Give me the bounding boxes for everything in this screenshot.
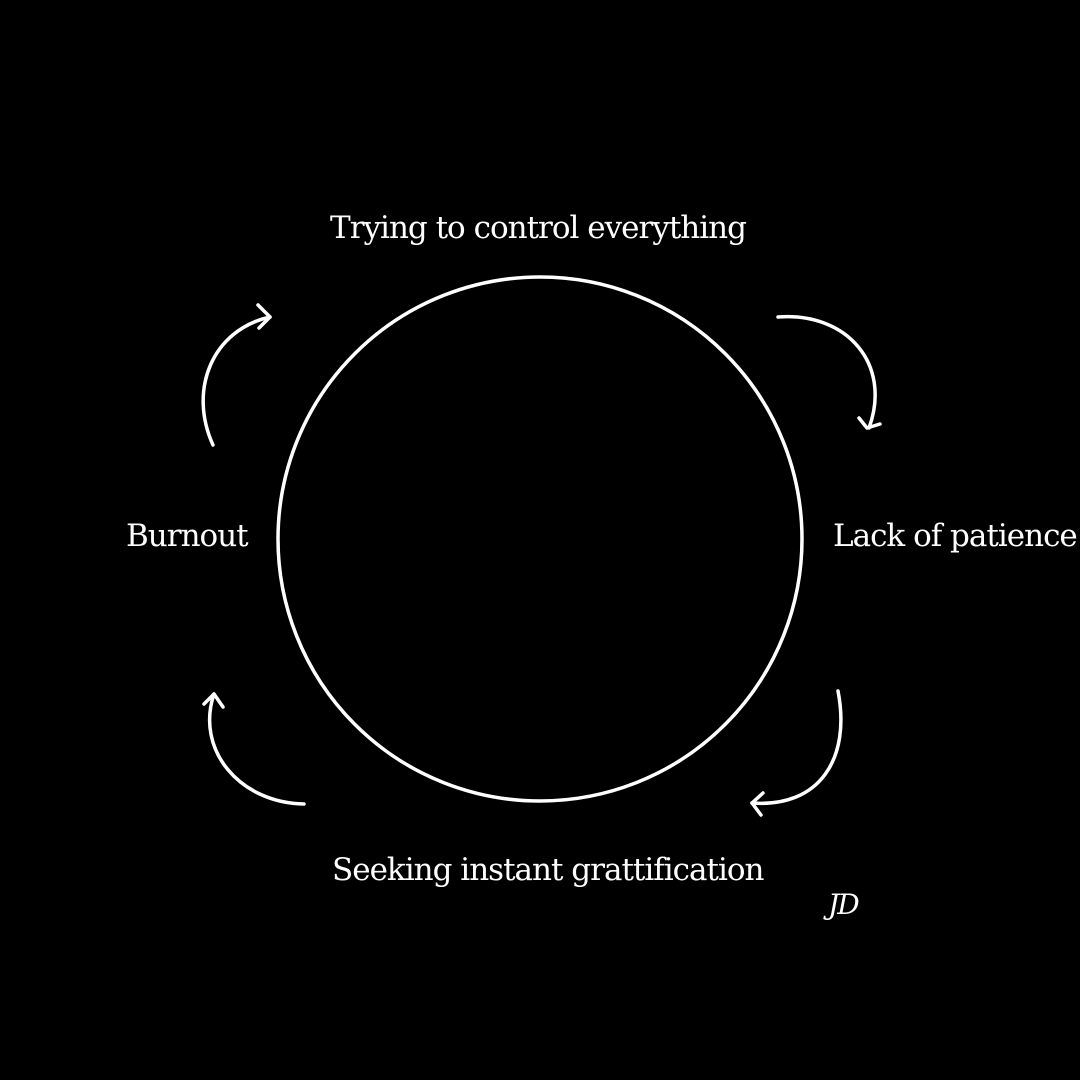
cycle-circle [276, 275, 804, 803]
arrow-left-to-top-icon [201, 303, 272, 447]
step-label-right: Lack of patience [833, 518, 1078, 554]
arrow-bottom-to-left-icon [202, 692, 306, 806]
signature: JD [828, 888, 860, 921]
arrow-right-to-bottom-icon [750, 689, 843, 817]
arrow-top-to-right-icon [776, 315, 882, 430]
step-label-bottom: Seeking instant grattification [332, 852, 765, 888]
step-label-left: Burnout [126, 518, 249, 554]
step-label-top: Trying to control everything [330, 210, 747, 246]
